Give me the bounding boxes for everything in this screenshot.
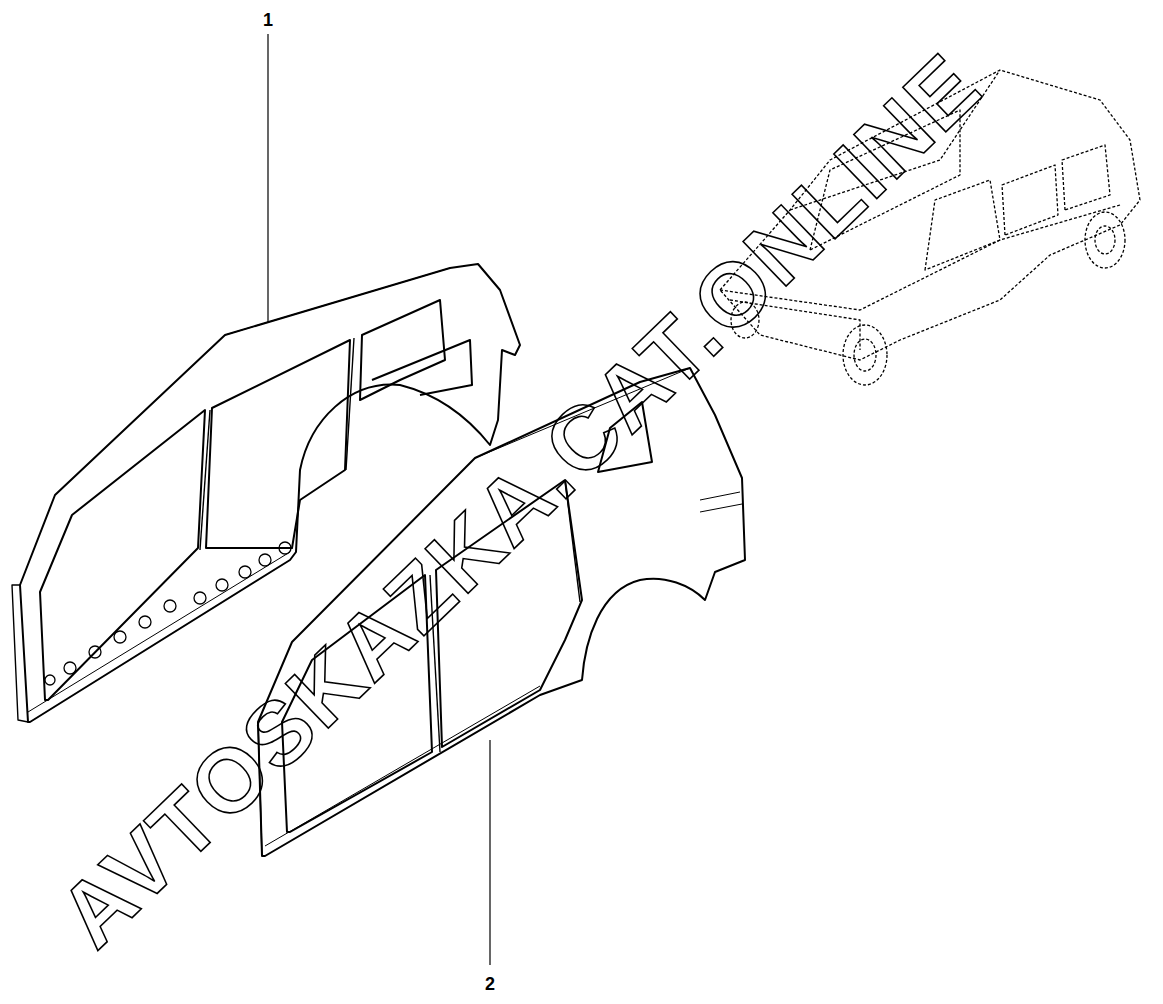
leader-line: [267, 34, 268, 345]
callout-number: 2: [483, 974, 497, 994]
side-panel-outer: [258, 368, 745, 856]
leader-line: [489, 740, 490, 965]
callout-number: 1: [261, 10, 275, 30]
